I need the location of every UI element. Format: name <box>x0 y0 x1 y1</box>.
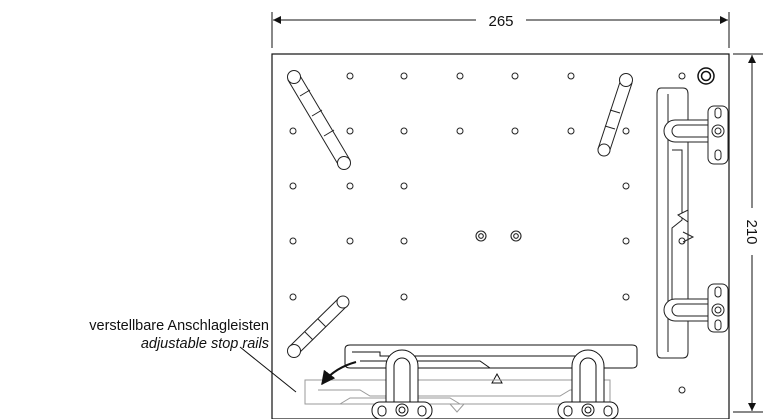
hole <box>622 127 630 135</box>
bottom-clamps <box>371 349 619 419</box>
width-dimension: 265 <box>271 12 730 48</box>
height-dimension-label: 210 <box>743 219 760 244</box>
hole <box>456 127 464 135</box>
clamp-upper <box>663 105 729 165</box>
clamp-bottom-right <box>557 349 619 419</box>
hole <box>400 127 408 135</box>
hole <box>400 72 408 80</box>
hole <box>567 127 575 135</box>
hole <box>400 182 408 190</box>
width-dimension-label: 265 <box>488 13 513 30</box>
pin-top-left <box>287 70 351 170</box>
base-plate <box>271 53 730 419</box>
pin-top-right <box>597 73 633 157</box>
hole <box>622 182 630 190</box>
hole <box>289 182 297 190</box>
hole <box>678 386 686 394</box>
hole <box>567 72 575 80</box>
callout-leader-line <box>239 346 297 393</box>
hole <box>622 293 630 301</box>
clamp-bottom-left <box>371 349 433 419</box>
callout-label-english: adjustable stop rails <box>140 336 269 352</box>
hole <box>346 127 354 135</box>
hole <box>456 72 464 80</box>
hole <box>511 72 519 80</box>
pin-bottom-left <box>287 295 350 358</box>
callout-label-german: verstellbare Anschlagleisten <box>89 318 269 334</box>
hole <box>346 182 354 190</box>
corner-screw <box>697 67 715 85</box>
mounting-holes <box>289 72 686 394</box>
bottom-stop-rail-body <box>344 344 638 369</box>
adjust-direction-arrow <box>321 361 357 386</box>
hole <box>400 293 408 301</box>
hole <box>622 237 630 245</box>
height-dimension: 210 <box>733 53 763 413</box>
center-screws <box>475 230 522 242</box>
hole <box>346 72 354 80</box>
hole <box>400 237 408 245</box>
hole <box>289 293 297 301</box>
right-stop-rail <box>656 87 729 359</box>
hole <box>289 127 297 135</box>
right-stop-rail-body <box>656 87 689 359</box>
hole <box>346 237 354 245</box>
hole <box>289 237 297 245</box>
pins <box>287 70 633 358</box>
clamp-lower <box>663 283 729 333</box>
hole <box>678 72 686 80</box>
hole <box>511 127 519 135</box>
